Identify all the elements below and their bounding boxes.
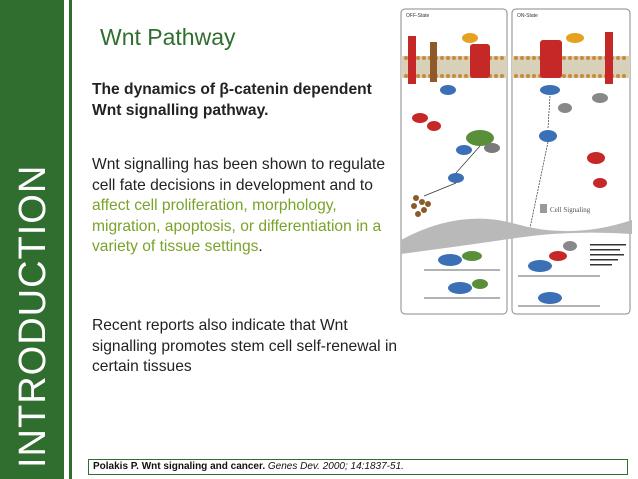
- arrow-off-2: [423, 182, 457, 197]
- gsk3-off: [412, 113, 428, 123]
- bcl9-on: [563, 241, 577, 251]
- target-genes-list: [590, 244, 626, 266]
- tcf-off-2: [448, 282, 472, 294]
- groucho-off: [462, 251, 482, 261]
- tcf-on: [528, 260, 552, 272]
- subtitle: The dynamics of β-catenin dependent Wnt …: [92, 81, 372, 119]
- nuclear-envelope: [401, 218, 632, 254]
- beta-catenin-off-1: [440, 85, 456, 95]
- citation-footer: Polakis P. Wnt signaling and cancer. Gen…: [88, 459, 628, 475]
- arrow-on-2: [529, 141, 549, 229]
- off-state-panel: [400, 8, 508, 315]
- axin-on: [592, 93, 608, 103]
- citation-title: Wnt signaling and cancer.: [138, 461, 268, 472]
- proteasome-dots: [411, 195, 431, 217]
- receptor-frizzled-on: [540, 40, 562, 78]
- paragraph-highlight: affect cell proliferation, morphology, m…: [92, 197, 382, 255]
- citation-author: Polakis P.: [93, 461, 139, 472]
- ck1-off: [427, 121, 441, 131]
- beta-catenin-on-1: [539, 130, 557, 142]
- logo-mark: [540, 204, 547, 213]
- slide-title: Wnt Pathway: [100, 24, 236, 50]
- paragraph-cell-fate: Wnt signalling has been shown to regulat…: [92, 155, 398, 258]
- receptor-rtk: [408, 36, 416, 84]
- complex-off: [466, 130, 494, 146]
- on-state-label: ON-State: [517, 13, 538, 19]
- sidebar-label: INTRODUCTION: [12, 164, 54, 468]
- paragraph-stem-cell: Recent reports also indicate that Wnt si…: [92, 317, 398, 375]
- hdac-off: [472, 279, 488, 289]
- receptor-frizzled-off: [470, 44, 490, 78]
- dvl-on: [540, 85, 560, 95]
- receptor-cadherin: [430, 42, 437, 82]
- dkk-ligand: [462, 33, 478, 43]
- paragraph-text-end: .: [258, 238, 263, 255]
- wnt-pathway-diagram: OFF-State ON-State Cell Signaling: [400, 8, 632, 315]
- beta-catenin-on-2: [587, 152, 605, 164]
- sidebar: INTRODUCTION: [0, 0, 64, 479]
- sidebar-divider: [69, 0, 72, 479]
- beta-catenin-off-2: [448, 173, 464, 183]
- arrow-off-1: [455, 145, 481, 174]
- tcf-on-2: [538, 292, 562, 304]
- on-state-panel: [511, 8, 631, 315]
- beta-catenin-nuclear: [549, 251, 567, 261]
- gsk3-on: [558, 103, 572, 113]
- receptor-lrp: [605, 32, 613, 84]
- arrow-on-1: [547, 95, 551, 129]
- wnt-ligand: [566, 33, 584, 43]
- off-state-label: OFF-State: [406, 13, 430, 19]
- beta-catenin-on-3: [593, 178, 607, 188]
- citation-journal: Genes Dev. 2000; 14:1837-51.: [267, 461, 404, 472]
- cell-signaling-logo: Cell Signaling: [550, 206, 591, 214]
- apc-off: [484, 143, 500, 153]
- paragraph-text: Wnt signalling has been shown to regulat…: [92, 156, 385, 194]
- axin-off: [456, 145, 472, 155]
- tcf-off: [438, 254, 462, 266]
